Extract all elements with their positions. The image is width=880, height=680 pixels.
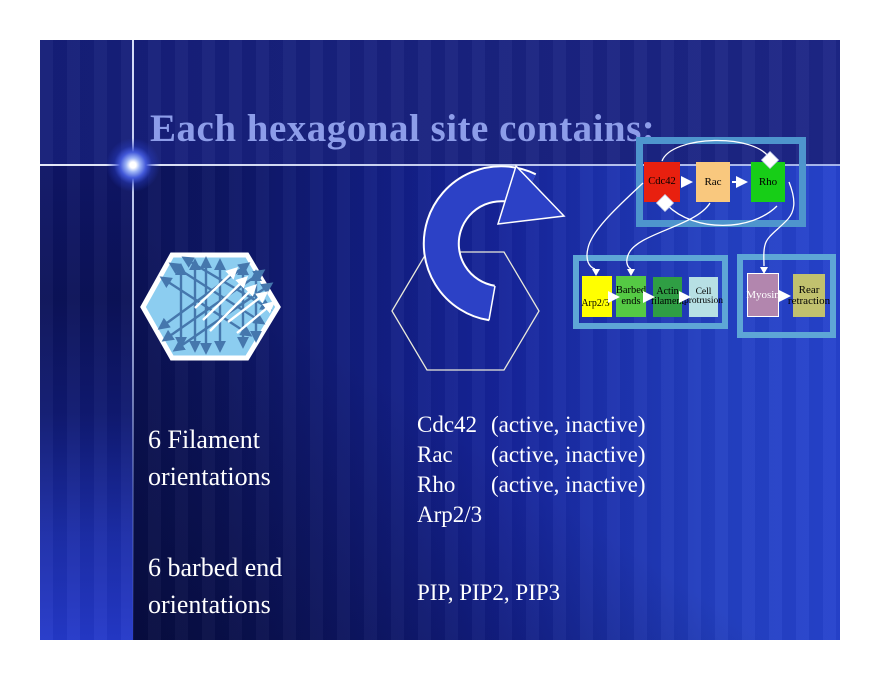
- rho-box: Rho: [751, 162, 785, 202]
- left-captions: 6 Filament orientations 6 barbed end ori…: [148, 384, 398, 640]
- cell-protrusion-label: Cell protrusion: [683, 286, 724, 306]
- myosin-label: Myosin: [746, 288, 780, 301]
- swoosh-head: [496, 164, 566, 225]
- caption-barbed-orientations: 6 barbed end orientations: [148, 553, 283, 619]
- list-item: Rho (active, inactive): [417, 470, 747, 500]
- rac-label: Rac: [704, 175, 722, 188]
- molecule-name: Cdc42: [417, 412, 478, 437]
- filament-arrows-steel: [157, 256, 274, 355]
- slide: Each hexagonal site contains: Cdc42 Rac …: [40, 40, 840, 640]
- page-title: Each hexagonal site contains:: [150, 107, 656, 151]
- arp23-box: Arp2/3: [581, 276, 612, 317]
- left-strip: [40, 165, 133, 640]
- rho-label: Rho: [758, 175, 778, 188]
- cell-protrusion-box: Cell protrusion: [684, 277, 723, 317]
- site-contents-list: Cdc42 (active, inactive) Rac (active, inac…: [417, 410, 747, 608]
- swoosh-tail-edge: [488, 285, 496, 321]
- horizontal-accent-line: [40, 164, 840, 166]
- list-item: Rac (active, inactive): [417, 440, 747, 470]
- actin-filament-label: Actin filament: [650, 286, 685, 307]
- myosin-box: Myosin: [746, 273, 780, 317]
- filament-hexagon-shape: [140, 252, 281, 361]
- arp23-label: Arp2/3: [581, 298, 610, 310]
- barbed-ends-box: Barbed ends: [616, 276, 646, 317]
- molecule-states: (active, inactive): [491, 472, 646, 497]
- molecule-states: (active, inactive): [491, 442, 646, 467]
- filament-hexagon: [140, 252, 281, 361]
- filament-arrows-white: [194, 267, 276, 334]
- molecule-states: (active, inactive): [491, 412, 646, 437]
- swoosh-arrow: [422, 164, 566, 322]
- actin-filament-box: Actin filament: [650, 277, 685, 317]
- rear-retraction-label: Rear retraction: [787, 283, 831, 307]
- cdc42-box: Cdc42: [644, 162, 680, 202]
- vertical-accent-line: [132, 40, 134, 640]
- molecule-name: Arp2/3: [417, 502, 483, 527]
- glow-orb: [106, 138, 160, 192]
- rac-box: Rac: [696, 162, 730, 202]
- caption-filament-orientations: 6 Filament orientations: [148, 425, 271, 491]
- barbed-ends-label: Barbed ends: [615, 285, 647, 307]
- rear-retraction-box: Rear retraction: [788, 274, 830, 317]
- list-item: Arp2/3: [417, 500, 747, 530]
- cdc42-label: Cdc42: [648, 175, 676, 187]
- molecule-name: Rho: [417, 472, 456, 497]
- pip-list: PIP, PIP2, PIP3: [417, 580, 561, 605]
- molecule-name: Rac: [417, 442, 453, 467]
- hexagonal-site-outline: [391, 251, 540, 371]
- list-item: Cdc42 (active, inactive): [417, 410, 747, 440]
